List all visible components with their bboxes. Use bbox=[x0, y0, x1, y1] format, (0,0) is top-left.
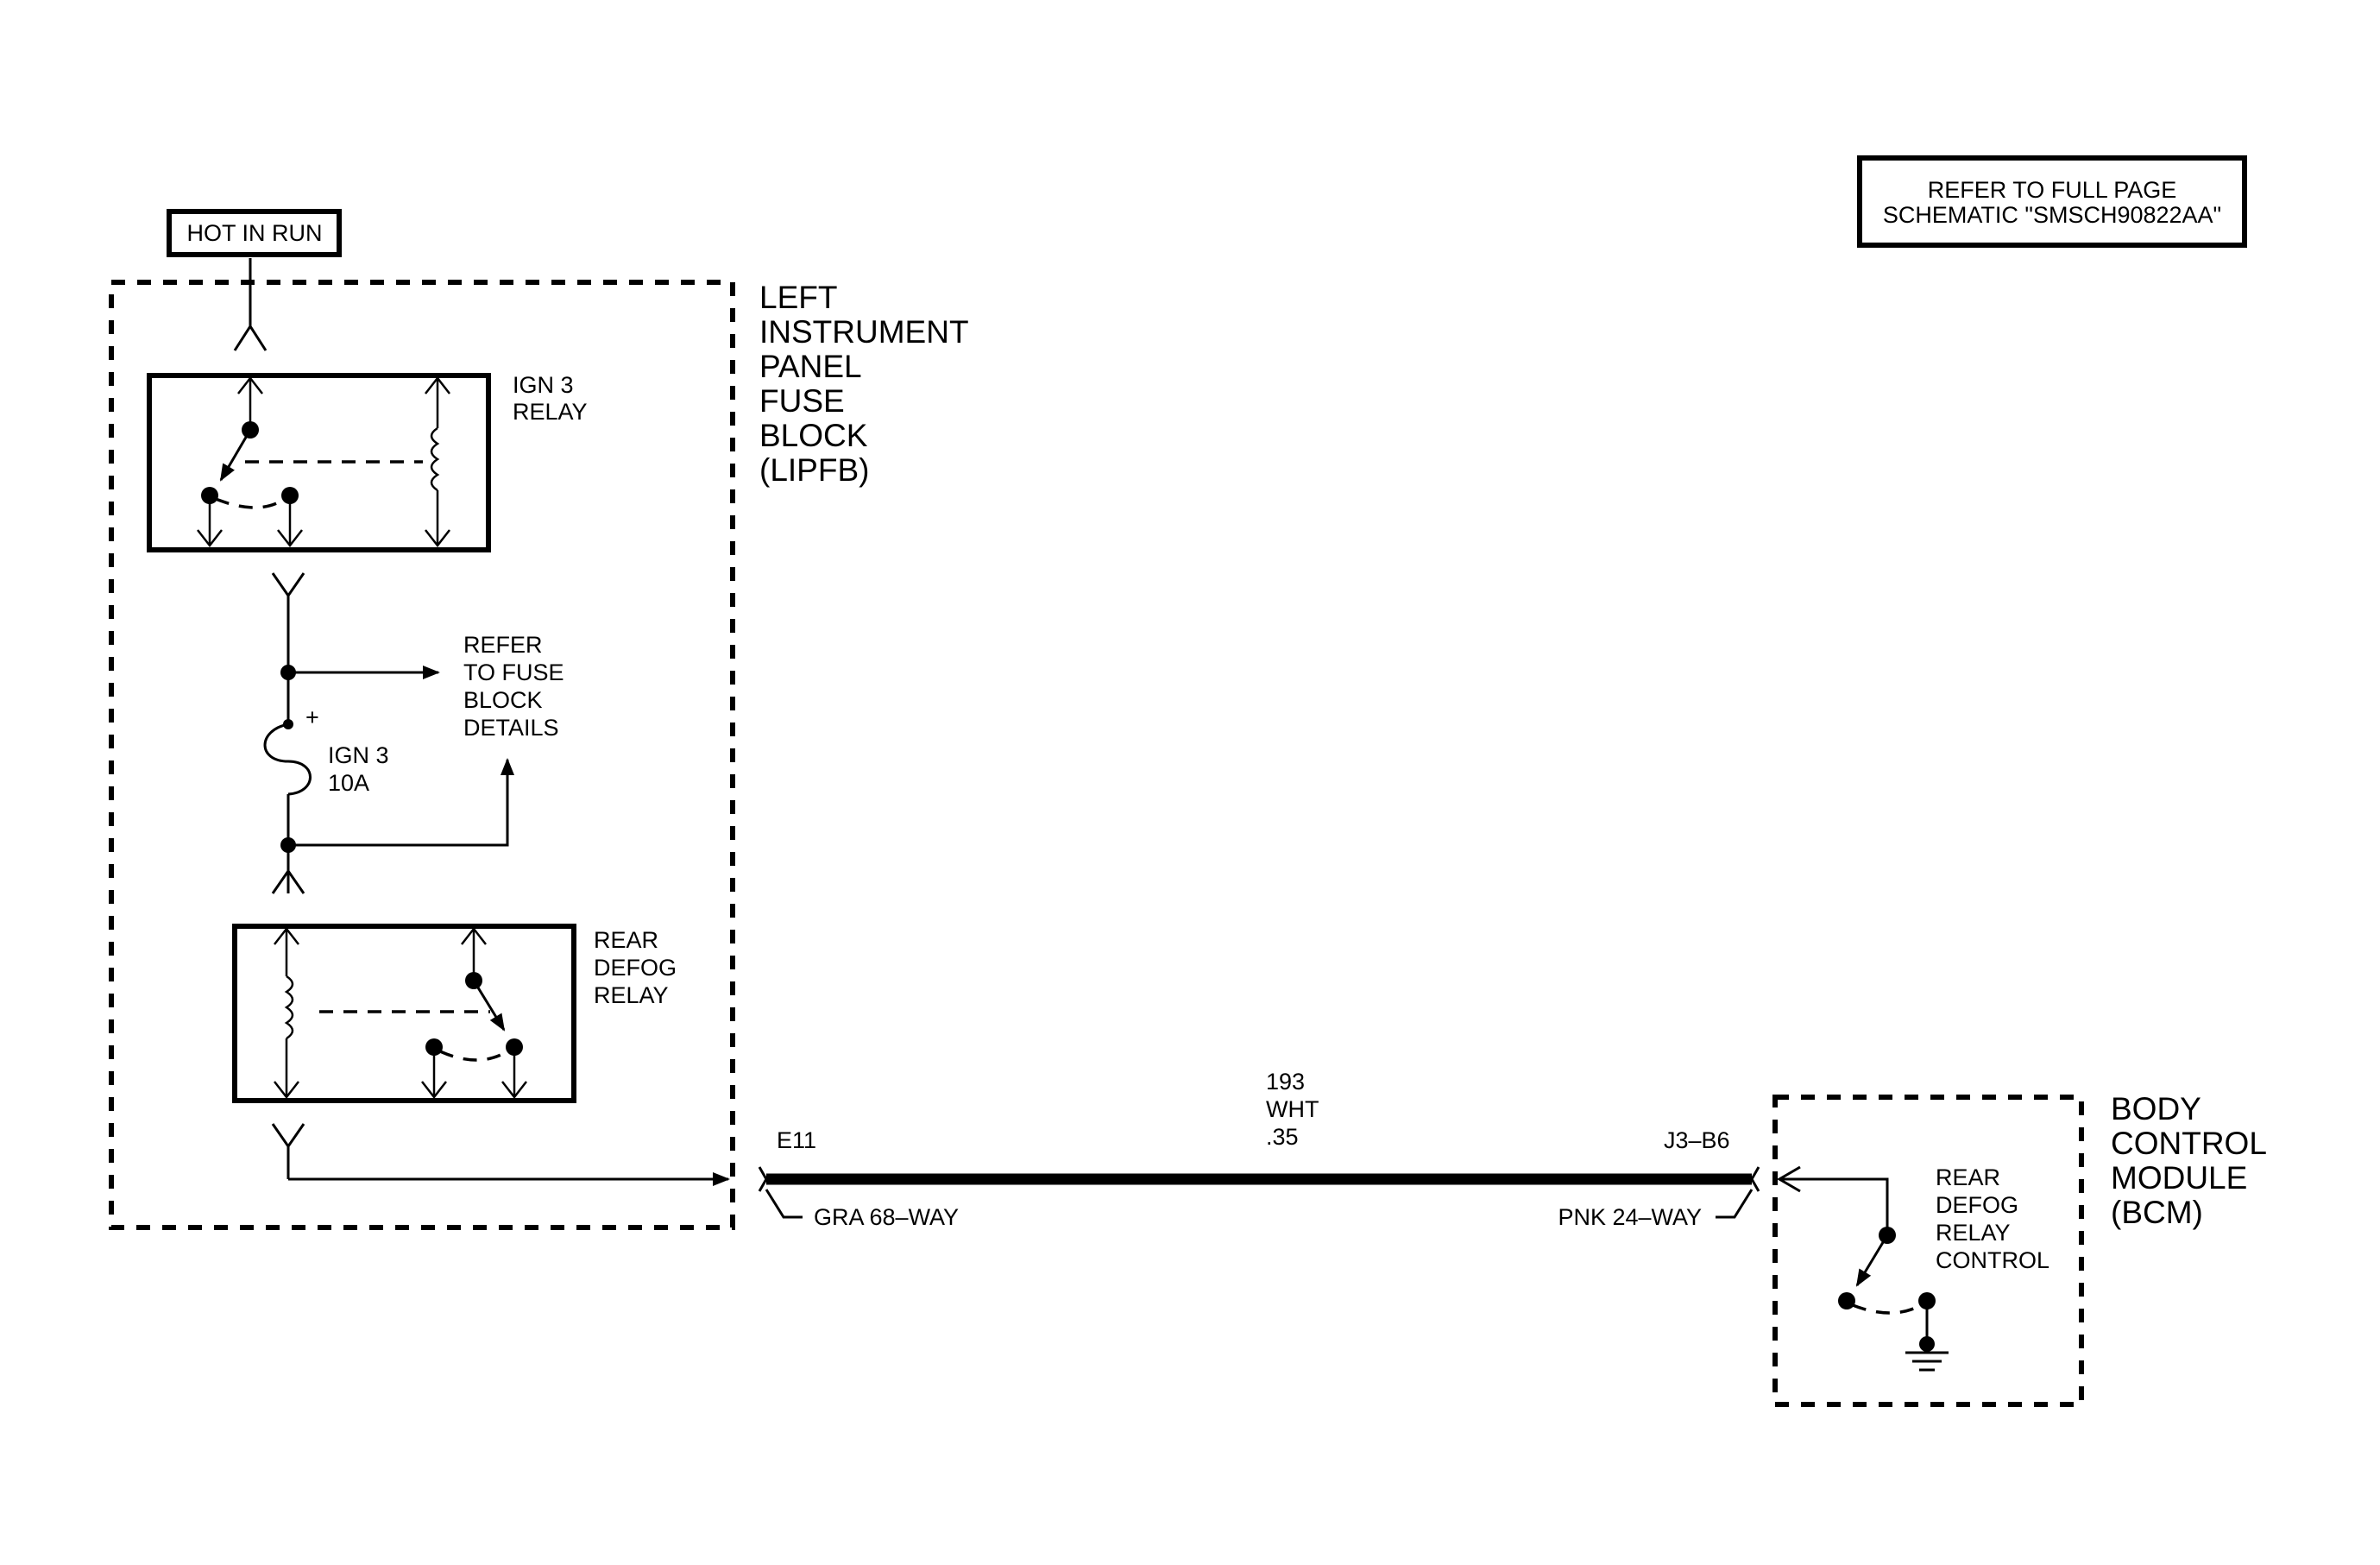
rear-defog-relay-line-1: REAR bbox=[594, 927, 658, 953]
fuse-plus-sign: + bbox=[305, 704, 319, 730]
refer-fuse-line-2: TO FUSE bbox=[463, 659, 564, 685]
refer-schematic-line-2: SCHEMATIC "SMSCH90822AA" bbox=[1883, 202, 2221, 228]
left-connector-label: GRA 68–WAY bbox=[814, 1204, 959, 1230]
lipfb-title: LEFT INSTRUMENT PANEL FUSE BLOCK (LIPFB) bbox=[759, 280, 969, 488]
fuse-output-branch bbox=[271, 758, 514, 894]
ign3-output-wire bbox=[271, 572, 440, 729]
lipfb-enclosure bbox=[109, 280, 735, 1230]
connector-left: E11 GRA 68–WAY bbox=[765, 1127, 959, 1230]
wire-circuit-number: 193 bbox=[1266, 1069, 1305, 1095]
lipfb-line-6: (LIPFB) bbox=[759, 452, 869, 488]
circuit-193-wire: 193 WHT .35 bbox=[758, 1069, 1760, 1192]
bcm-control-line-4: CONTROL bbox=[1936, 1247, 2049, 1273]
wire-gauge: .35 bbox=[1266, 1124, 1299, 1150]
hot-in-run-label-box: HOT IN RUN bbox=[167, 209, 342, 257]
lipfb-line-2: INSTRUMENT bbox=[759, 314, 969, 350]
ign3-relay-line-2: RELAY bbox=[513, 399, 588, 425]
refer-fuse-text: REFER TO FUSE BLOCK DETAILS bbox=[463, 632, 564, 741]
rear-defog-relay-line-3: RELAY bbox=[594, 982, 669, 1008]
refer-fuse-line-1: REFER bbox=[463, 632, 543, 658]
refer-fuse-line-4: DETAILS bbox=[463, 715, 559, 741]
bcm-line-2: CONTROL bbox=[2111, 1126, 2267, 1161]
hot-in-run-feed bbox=[233, 258, 268, 351]
rear-defog-relay: REAR DEFOG RELAY bbox=[232, 924, 677, 1103]
refer-fuse-line-3: BLOCK bbox=[463, 687, 543, 713]
bcm-control-line-3: RELAY bbox=[1936, 1220, 2011, 1246]
wire-color: WHT bbox=[1266, 1096, 1319, 1122]
lipfb-line-1: LEFT bbox=[759, 280, 837, 315]
ign3-relay-line-1: IGN 3 bbox=[513, 372, 574, 398]
refer-schematic-line-1: REFER TO FULL PAGE bbox=[1928, 177, 2177, 203]
bcm-control-line-1: REAR bbox=[1936, 1164, 2000, 1190]
rear-defog-relay-line-2: DEFOG bbox=[594, 955, 677, 981]
bcm-relay-control-switch: REAR DEFOG RELAY CONTROL bbox=[1777, 1164, 2049, 1372]
fuse-label-line-1: IGN 3 bbox=[328, 742, 389, 768]
ign3-fuse: + IGN 3 10A bbox=[263, 704, 389, 845]
lipfb-line-4: FUSE bbox=[759, 383, 845, 419]
lipfb-line-3: PANEL bbox=[759, 349, 862, 384]
hot-in-run-text: HOT IN RUN bbox=[186, 220, 322, 246]
lipfb-line-5: BLOCK bbox=[759, 418, 868, 453]
bcm-line-4: (BCM) bbox=[2111, 1195, 2203, 1230]
right-pin-label: J3–B6 bbox=[1664, 1127, 1730, 1153]
bcm-title: BODY CONTROL MODULE (BCM) bbox=[2111, 1091, 2267, 1230]
fuse-label-line-2: 10A bbox=[328, 770, 369, 796]
refer-schematic-box: REFER TO FULL PAGE SCHEMATIC "SMSCH90822… bbox=[1857, 155, 2247, 248]
right-connector-label: PNK 24–WAY bbox=[1558, 1204, 1702, 1230]
bcm-line-1: BODY bbox=[2111, 1091, 2201, 1126]
bcm-enclosure bbox=[1772, 1095, 2084, 1407]
connector-right: J3–B6 PNK 24–WAY bbox=[1558, 1127, 1754, 1230]
bcm-control-line-2: DEFOG bbox=[1936, 1192, 2018, 1218]
ign3-relay: IGN 3 RELAY bbox=[147, 372, 588, 552]
left-pin-label: E11 bbox=[777, 1127, 816, 1153]
rear-defog-output-wire bbox=[271, 1123, 730, 1186]
bcm-line-3: MODULE bbox=[2111, 1160, 2247, 1196]
